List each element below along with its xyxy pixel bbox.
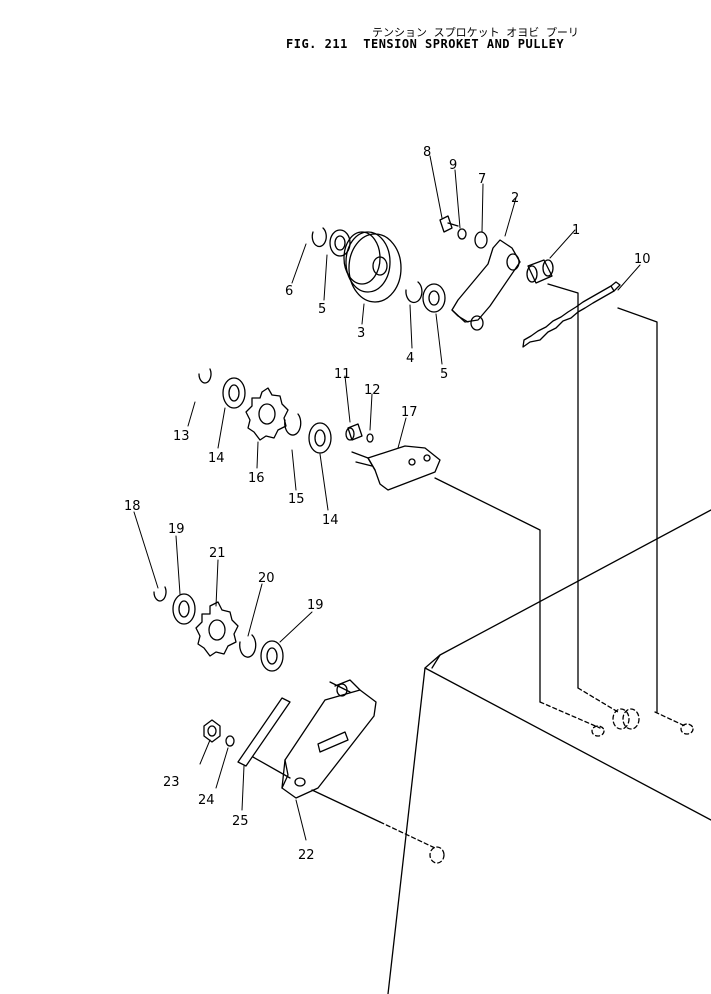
label-part-8: 8 xyxy=(423,145,431,160)
part-snap-ring-15 xyxy=(284,413,302,436)
label-part-20: 20 xyxy=(258,571,275,586)
part-spacer xyxy=(345,423,363,441)
label-part-15: 15 xyxy=(288,492,305,507)
part-spacer-washer xyxy=(366,433,374,443)
label-part-5-lower: 5 xyxy=(440,367,448,382)
label-part-11: 11 xyxy=(334,367,351,382)
part-bolt xyxy=(439,215,459,233)
label-part-25: 25 xyxy=(232,814,249,829)
part-snap-ring-18 xyxy=(153,586,167,602)
figure-name: TENSION SPROKET AND PULLEY xyxy=(363,37,565,51)
label-part-14-right: 14 xyxy=(322,513,339,528)
label-part-14-left: 14 xyxy=(208,451,225,466)
part-snap-ring-upper-right xyxy=(405,281,423,304)
label-part-4: 4 xyxy=(406,351,414,366)
part-pulley xyxy=(343,231,402,303)
part-sprocket-21 xyxy=(195,601,239,657)
mounting-leader-lines xyxy=(252,283,658,823)
figure-title: FIG. 211 TENSION SPROKET AND PULLEY xyxy=(286,37,564,51)
part-lock-washer xyxy=(225,735,235,747)
label-part-7: 7 xyxy=(478,172,486,187)
part-washer-large xyxy=(474,231,488,249)
part-bearing-upper-right xyxy=(422,283,446,313)
label-part-16: 16 xyxy=(248,471,265,486)
label-part-19-left: 19 xyxy=(168,522,185,537)
part-nut xyxy=(203,719,221,743)
label-part-1: 1 xyxy=(572,223,580,238)
label-part-22: 22 xyxy=(298,848,315,863)
part-number-labels: 1 2 3 4 5 5 6 7 8 9 10 11 12 13 14 14 15… xyxy=(124,145,651,863)
figure-number: FIG. 211 xyxy=(286,37,348,51)
part-bearing-14-left xyxy=(222,377,246,409)
label-part-13: 13 xyxy=(173,429,190,444)
label-part-19-right: 19 xyxy=(307,598,324,613)
machine-frame xyxy=(387,509,711,994)
label-part-5-upper: 5 xyxy=(318,302,326,317)
label-part-12: 12 xyxy=(364,383,381,398)
label-leaders xyxy=(133,155,641,841)
label-part-10: 10 xyxy=(634,252,651,267)
part-bearing-19-left xyxy=(172,593,196,625)
part-snap-ring-13 xyxy=(198,368,212,384)
label-part-3: 3 xyxy=(357,326,365,341)
part-bearing-upper-left xyxy=(329,229,351,257)
part-snap-ring-20 xyxy=(239,634,257,658)
label-part-23: 23 xyxy=(163,775,180,790)
part-washer xyxy=(457,228,467,240)
part-collar xyxy=(526,259,554,284)
label-part-24: 24 xyxy=(198,793,215,808)
part-snap-ring-upper xyxy=(311,227,327,248)
part-shim xyxy=(237,697,291,767)
part-tension-arm xyxy=(451,239,521,331)
label-part-6: 6 xyxy=(285,284,293,299)
part-bracket-17 xyxy=(351,445,441,491)
label-part-9: 9 xyxy=(449,158,457,173)
part-bearing-19-right xyxy=(260,640,284,672)
label-part-18: 18 xyxy=(124,499,141,514)
figure-title-japanese: テンション スプロケット オヨビ プーリ xyxy=(372,26,579,39)
label-part-17: 17 xyxy=(401,405,418,420)
frame-mount-holes xyxy=(379,687,694,864)
part-plate-22 xyxy=(281,679,377,799)
label-part-21: 21 xyxy=(209,546,226,561)
part-sprocket-16 xyxy=(245,387,289,441)
label-part-2: 2 xyxy=(511,191,519,206)
part-bearing-14-right xyxy=(308,422,332,454)
part-spring xyxy=(522,281,621,348)
